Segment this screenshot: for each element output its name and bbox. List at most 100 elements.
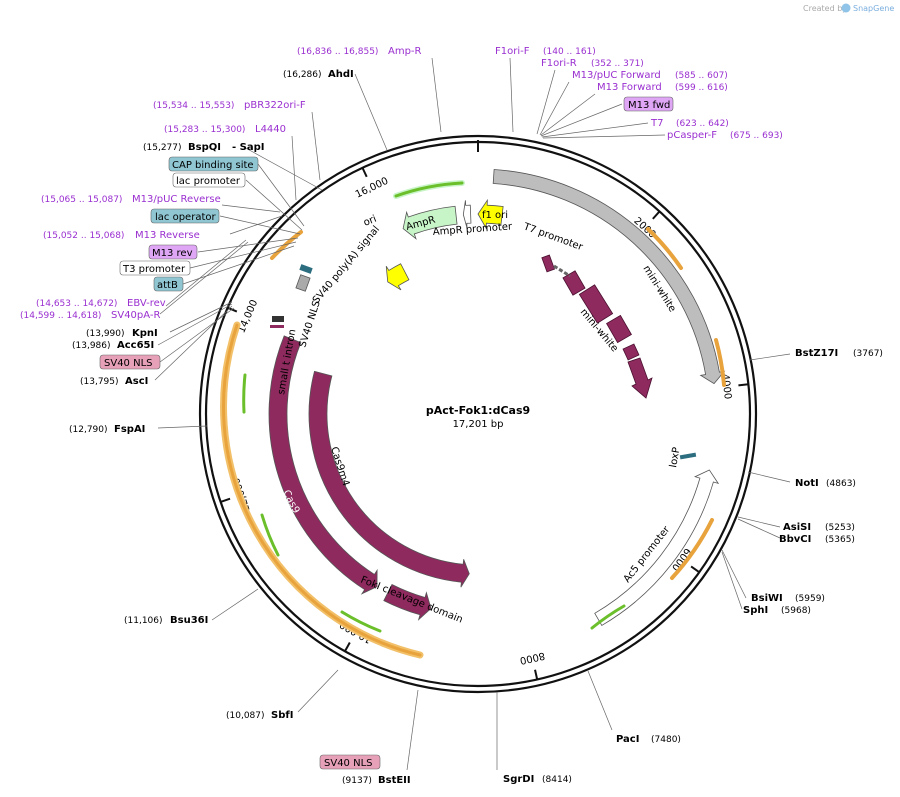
enzyme-acc65i[interactable]: Acc65I: [117, 340, 154, 351]
sv40-polya-box: [295, 274, 311, 292]
leader-line: [241, 145, 323, 191]
leader-line: [159, 307, 235, 363]
enzyme-bstz17i[interactable]: BstZ17I: [795, 348, 838, 359]
feature-ampr-promoter[interactable]: [462, 200, 472, 229]
primer-m13-reverse[interactable]: M13 Reverse: [135, 230, 200, 241]
enzyme-asisi[interactable]: AsiSI: [783, 522, 811, 533]
box-t3-promoter[interactable]: T3 promoter: [119, 260, 191, 276]
leader-line: [159, 241, 249, 315]
enzyme-asci[interactable]: AscI: [125, 376, 148, 387]
feature-ori[interactable]: [385, 263, 410, 291]
leader-line: [509, 57, 514, 133]
leader-line: [165, 239, 247, 307]
enzyme-sapi[interactable]: - SapI: [232, 142, 264, 153]
feature-foki-cleavage-domain[interactable]: [383, 583, 432, 621]
box-sv40-nls-bottom-text: SV40 NLS: [324, 758, 373, 769]
box-m13-rev-text: M13 rev: [152, 248, 193, 259]
box-lac-operator[interactable]: lac operator: [150, 208, 220, 224]
primer-l4440[interactable]: L4440: [255, 124, 286, 135]
mini-white-exons: [541, 254, 653, 399]
enzyme-bsiwi[interactable]: BsiWI: [751, 593, 783, 604]
enzyme-bsteii[interactable]: BstEII: [378, 775, 411, 786]
leader-line: [541, 122, 649, 138]
label-f1-ori: f1 ori: [482, 210, 508, 221]
orf-arc-green-4: [590, 604, 626, 630]
feature-ac5-promoter[interactable]: [594, 469, 720, 626]
enzyme-sbfi-pos: (10,087): [226, 711, 265, 721]
primer-amp-r[interactable]: Amp-R: [388, 46, 422, 57]
enzyme-acc65i-pos: (13,986): [72, 341, 111, 351]
feature-ampr[interactable]: [402, 205, 458, 240]
tick-label: 4000: [719, 373, 733, 400]
enzyme-fspai[interactable]: FspAI: [114, 424, 145, 435]
enzyme-sbfi[interactable]: SbfI: [271, 710, 293, 721]
enzyme-ahdi[interactable]: AhdI: [328, 69, 354, 80]
enzyme-bspqi[interactable]: BspQI: [188, 142, 221, 153]
box-sv40-nls-bottom[interactable]: SV40 NLS: [319, 754, 381, 770]
box-attb-text: attB: [157, 280, 178, 291]
primer-m13puc-forward-pos: (585 .. 607): [675, 71, 728, 81]
primer-m13-forward[interactable]: M13 Forward: [597, 82, 662, 93]
attb-box: [299, 264, 313, 274]
box-sv40-nls-left[interactable]: SV40 NLS: [99, 354, 161, 370]
primer-m13-forward-pos: (599 .. 616): [675, 83, 728, 93]
leader-line: [245, 179, 303, 231]
leader-line: [291, 135, 297, 201]
box-m13-rev[interactable]: M13 rev: [148, 244, 198, 260]
annotation-leaders: [154, 57, 791, 771]
backbone-outer-strand: [198, 134, 758, 694]
primer-f1ori-r-pos: (352 .. 371): [591, 59, 644, 69]
enzyme-asisi-pos: (5253): [825, 523, 855, 533]
enzyme-sgrdi-pos: (8414): [542, 775, 572, 785]
box-cap-text: CAP binding site: [172, 160, 254, 171]
enzyme-bbvci[interactable]: BbvCI: [779, 534, 811, 545]
leader-line: [540, 93, 596, 136]
leader-line: [540, 103, 623, 137]
enzyme-bsu36i[interactable]: Bsu36I: [170, 615, 208, 626]
box-lac-promoter[interactable]: lac promoter: [172, 172, 246, 188]
features-layer: [268, 169, 726, 626]
leader-line: [747, 471, 791, 483]
box-m13-fwd[interactable]: M13 fwd: [623, 96, 674, 112]
enzyme-sphi[interactable]: SphI: [743, 605, 768, 616]
box-m13-fwd-text: M13 fwd: [628, 100, 670, 111]
leader-line: [721, 551, 743, 610]
enzyme-bsu36i-pos: (11,106): [124, 616, 163, 626]
primer-t7-pos: (623 .. 642): [676, 119, 729, 129]
box-attb[interactable]: attB: [153, 276, 184, 292]
box-cap-binding-site[interactable]: CAP binding site: [168, 156, 259, 172]
primer-m13puc-reverse[interactable]: M13/pUC Reverse: [132, 194, 221, 205]
enzyme-bstz17i-pos: (3767): [853, 349, 883, 359]
feature-cas9m4[interactable]: [308, 370, 470, 588]
enzyme-noti[interactable]: NotI: [795, 478, 819, 489]
enzyme-paci[interactable]: PacI: [616, 734, 639, 745]
primer-f1ori-f[interactable]: F1ori-F: [495, 46, 530, 57]
created-by-text: Created by: [803, 4, 847, 13]
tick-mark: [344, 642, 351, 652]
enzyme-bspqi-pos: (15,277): [143, 143, 182, 153]
feature-f1-ori[interactable]: [477, 198, 504, 230]
enzyme-kpni[interactable]: KpnI: [132, 328, 158, 339]
primer-t7[interactable]: T7: [650, 118, 663, 129]
orf-arc-green-top-inner: [394, 181, 464, 198]
feature-mini-white[interactable]: [492, 169, 726, 385]
enzyme-noti-pos: (4863): [826, 479, 856, 489]
small-t-intron-mark: [270, 325, 284, 328]
enzyme-labels-left: AhdI (16,286) BspQI - SapI (15,277) KpnI…: [69, 69, 354, 721]
tick-mark: [738, 383, 749, 387]
primer-m13puc-forward[interactable]: M13/pUC Forward: [572, 70, 661, 81]
primer-f1ori-r[interactable]: F1ori-R: [541, 58, 577, 69]
tick-mark: [220, 497, 231, 503]
boxed-labels: M13 fwd CAP binding site lac promoter la…: [99, 96, 674, 770]
primer-ebv-rev[interactable]: EBV-rev: [127, 298, 166, 309]
box-sv40-nls-left-text: SV40 NLS: [104, 358, 153, 369]
primer-pbr322ori-f-pos: (15,534 .. 15,553): [153, 101, 234, 111]
primer-sv40pa-r[interactable]: SV40pA-R: [111, 310, 160, 321]
leader-line: [721, 549, 747, 599]
leader-line: [749, 353, 791, 361]
primer-pcasper-f[interactable]: pCasper-F: [667, 130, 717, 141]
feature-cas9[interactable]: [268, 335, 378, 595]
leader-line: [211, 588, 259, 621]
primer-pbr322ori-f[interactable]: pBR322ori-F: [244, 100, 306, 111]
enzyme-sgrdi[interactable]: SgrDI: [503, 774, 534, 785]
